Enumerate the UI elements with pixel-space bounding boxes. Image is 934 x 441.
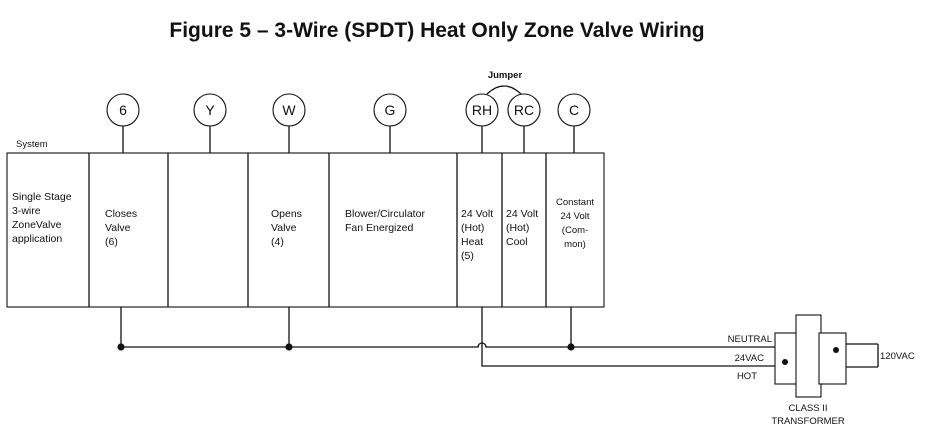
column-rc: 24 Volt (Hot) Cool (506, 208, 538, 248)
column-6: Closes Valve (6) (105, 208, 137, 248)
col-c-line-4: mon) (564, 239, 586, 250)
terminal-w-label: W (282, 102, 296, 118)
col-g-line-1: Blower/Circulator (345, 208, 425, 220)
transformer-class-label: CLASS II (788, 403, 827, 414)
col-rh-line-4: (5) (461, 250, 474, 262)
neutral-label: NEUTRAL (728, 334, 772, 345)
col-g-line-2: Fan Energized (345, 222, 413, 234)
transformer-type-label: TRANSFORMER (771, 416, 845, 427)
terminal-c: C (557, 93, 591, 127)
col-system-line-1: Single Stage (12, 191, 72, 203)
column-rh: 24 Volt (Hot) Heat (5) (461, 208, 493, 262)
terminal-c-label: C (569, 102, 579, 118)
hot-label: HOT (737, 371, 757, 382)
transformer-secondary-dot (782, 359, 788, 365)
terminal-rc-label: RC (514, 102, 534, 118)
col-rc-line-1: 24 Volt (506, 208, 538, 220)
terminal-g: G (373, 93, 407, 127)
col-w-line-2: Valve (271, 222, 297, 234)
col-system-line-3: ZoneValve (12, 219, 62, 231)
col-c-line-2: 24 Volt (560, 211, 589, 222)
terminal-6: 6 (106, 93, 140, 127)
junction-dot-6 (117, 343, 125, 351)
col-6-line-2: Valve (105, 222, 131, 234)
col-rc-line-3: Cool (506, 236, 528, 248)
system-label: System (16, 139, 48, 150)
col-system-line-4: application (12, 233, 62, 245)
terminal-y: Y (193, 93, 227, 127)
terminal-y-label: Y (205, 102, 215, 118)
col-w-line-1: Opens (271, 208, 302, 220)
neutral-bus (121, 342, 784, 348)
class-ii-transformer (774, 314, 847, 398)
figure-title: Figure 5 – 3-Wire (SPDT) Heat Only Zone … (169, 19, 704, 42)
col-rc-line-2: (Hot) (506, 222, 529, 234)
terminal-rh: RH (465, 93, 499, 127)
terminal-6-label: 6 (119, 102, 127, 118)
hot-wire (481, 307, 784, 367)
column-c: Constant 24 Volt (Com- mon) (556, 197, 594, 250)
terminal-rc: RC (507, 93, 541, 127)
thermostat-block (6, 152, 605, 308)
col-rh-line-2: (Hot) (461, 222, 484, 234)
jumper-wire (486, 85, 522, 95)
vac24-label: 24VAC (735, 353, 765, 364)
column-g: Blower/Circulator Fan Energized (345, 208, 425, 234)
terminal-rh-label: RH (472, 102, 492, 118)
junction-dot-c (567, 343, 575, 351)
terminal-w: W (272, 93, 306, 127)
vac120-label: 120VAC (880, 351, 915, 362)
col-rh-line-1: 24 Volt (461, 208, 493, 220)
column-w: Opens Valve (4) (271, 208, 302, 248)
terminal-g-label: G (385, 102, 396, 118)
col-rh-line-3: Heat (461, 236, 483, 248)
col-w-line-3: (4) (271, 236, 284, 248)
column-system: Single Stage 3-wire ZoneValve applicatio… (12, 191, 72, 245)
junction-dot-w (285, 343, 293, 351)
jumper-label: Jumper (488, 70, 523, 81)
col-6-line-1: Closes (105, 208, 137, 220)
col-c-line-3: (Com- (562, 225, 588, 236)
transformer-primary-dot (833, 347, 839, 353)
col-system-line-2: 3-wire (12, 205, 41, 217)
col-c-line-1: Constant (556, 197, 594, 208)
col-6-line-3: (6) (105, 236, 118, 248)
